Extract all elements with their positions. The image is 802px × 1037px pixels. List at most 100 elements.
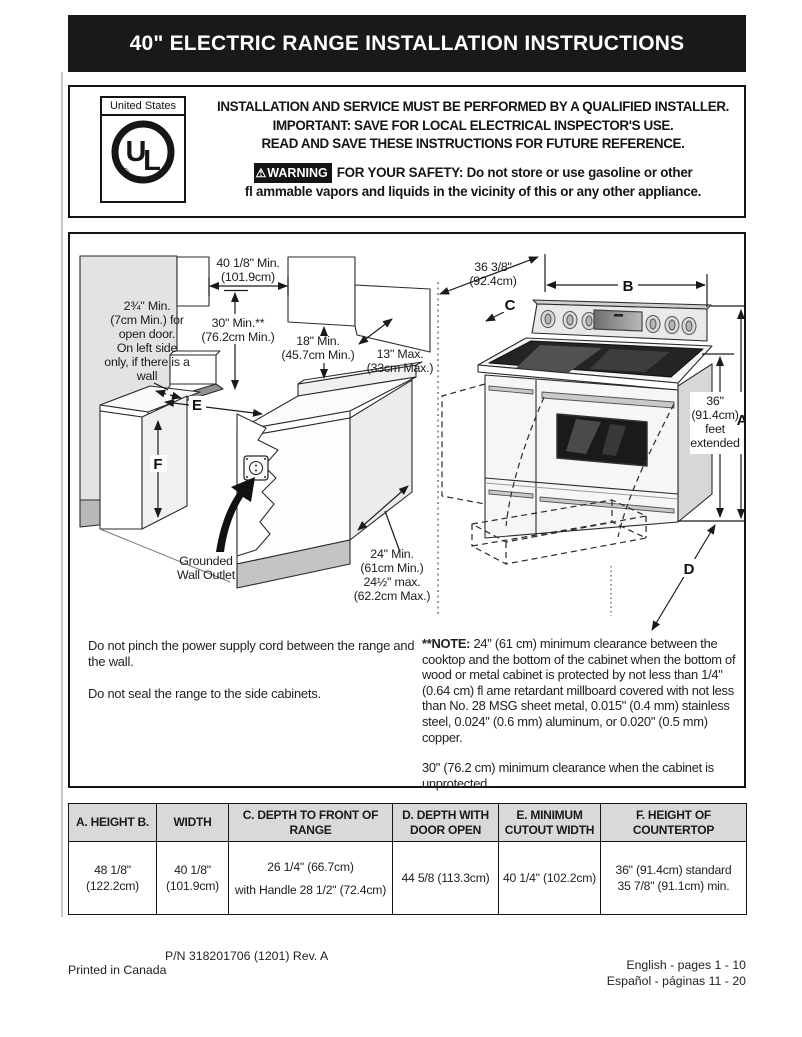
dim-363-line1: 36 3/8" (474, 260, 511, 274)
open-position-dashed-outlines (441, 383, 675, 565)
dim-13-line1: 13" Max. (377, 347, 424, 361)
header-width: WIDTH (156, 803, 229, 842)
label-b: B (623, 278, 634, 295)
dim-36-line1: 36" (706, 394, 724, 408)
cell-depth-door-line1: 44 5/8 (113.3cm) (401, 871, 490, 885)
cell-depth-front-line1: 26 1/4" (66.7cm) (267, 859, 354, 874)
label-e: E (192, 397, 202, 414)
cell-height-line1: 48 1/8" (94, 863, 131, 877)
header-countertop-height: F. HEIGHT OF COUNTERTOP (600, 803, 747, 842)
range-illustration (437, 282, 713, 616)
cell-width: 40 1/8" (101.9cm) (156, 841, 229, 915)
title-bar: 40" ELECTRIC RANGE INSTALLATION INSTRUCT… (68, 15, 746, 72)
range-display (593, 309, 643, 332)
dim-30-line1: 30" Min.** (212, 316, 265, 330)
dim-40-line1: 40 1/8" Min. (216, 256, 279, 270)
dim-36-line4: extended (690, 436, 740, 450)
notice-line-1: INSTALLATION AND SERVICE MUST BE PERFORM… (216, 99, 730, 114)
dim-13-line2: (33cm Max.) (367, 361, 434, 375)
ul-registered-symbol: ® (121, 167, 129, 178)
warning-badge-label: WARNING (267, 165, 328, 180)
range-dimensions (439, 254, 744, 631)
label-c: C (505, 297, 516, 314)
cord-notes: Do not pinch the power supply cord betwe… (88, 638, 418, 717)
dim-24-line2: (61cm Min.) (360, 561, 423, 575)
page-title: 40" ELECTRIC RANGE INSTALLATION INSTRUCT… (129, 31, 685, 55)
door-clearance-note-line1: 2¾" Min. (124, 299, 171, 313)
cell-countertop-height: 36" (91.4cm) standard 35 7/8" (91.1cm) mi… (600, 841, 747, 915)
left-scene-dimensions (153, 277, 409, 553)
cell-depth-front-line2: with Handle 28 1/2" (72.4cm) (234, 882, 387, 897)
range-knobs (540, 310, 697, 335)
clearance-note-1: **NOTE: 24" (61 cm) minimum clearance be… (422, 636, 740, 745)
clearance-note-2: 30" (76.2 cm) minimum clearance when the… (422, 760, 714, 791)
dim-18-line1: 18" Min. (296, 334, 339, 348)
door-clearance-note-line4: On left side (117, 341, 178, 355)
cord-note-1: Do not pinch the power supply cord betwe… (88, 638, 415, 669)
installation-diagram-box: 2¾" Min. (7cm Min.) for open door. On le… (68, 232, 746, 791)
cord-note-2: Do not seal the range to the side cabine… (88, 685, 321, 701)
language-pages: English - pages 1 - 10 Español - páginas… (607, 958, 746, 989)
outlet-pointer-arrow (216, 477, 255, 552)
ul-logo-icon: U L ® (111, 120, 175, 184)
part-number: P/N 318201706 (1201) Rev. A (165, 949, 329, 963)
notice-line-3: READ AND SAVE THESE INSTRUCTIONS FOR FUT… (261, 136, 685, 151)
cell-depth-door-open: 44 5/8 (113.3cm) (392, 841, 499, 915)
dim-36-line3: feet (705, 422, 726, 436)
cell-width-line1: 40 1/8" (174, 863, 211, 877)
cell-depth-front: 26 1/4" (66.7cm) with Handle 28 1/2" (72.… (228, 841, 393, 915)
ul-letter-u: U (126, 136, 147, 168)
door-clearance-note-line2: (7cm Min.) for (110, 313, 184, 327)
clearance-and-dimension-illustration: 2¾" Min. (7cm Min.) for open door. On le… (79, 254, 744, 631)
range-dimension-labels: 36 3/8" (92.4cm) B C 36" (91.4cm) feet e… (469, 260, 744, 578)
english-pages: English - pages 1 - 10 (626, 958, 746, 972)
note-body: 24" (61 cm) minimum clearance between th… (422, 636, 736, 745)
cell-width-line2: (101.9cm) (165, 879, 220, 893)
note-label: **NOTE: (422, 636, 471, 651)
dim-40-line2: (101.9cm) (221, 270, 275, 284)
cell-cutout-line1: 40 1/4" (102.2cm) (502, 871, 597, 885)
printed-in: Printed in Canada (68, 963, 167, 977)
outlet-label-line2: Wall Outlet (177, 568, 236, 582)
ul-certification-box: United States U L ® (100, 96, 186, 203)
left-scene-labels: 2¾" Min. (7cm Min.) for open door. On le… (104, 256, 433, 603)
warning-text-line1: FOR YOUR SAFETY: Do not store or use gas… (336, 164, 693, 180)
warning-badge: ⚠WARNING (253, 162, 332, 183)
header-cutout-width: E. MINIMUM CUTOUT WIDTH (498, 803, 601, 842)
cell-cutout-width: 40 1/4" (102.2cm) (498, 841, 601, 915)
table-header-row: A. HEIGHT B. WIDTH C. DEPTH TO FRONT OF … (68, 803, 747, 842)
dim-24-line4: (62.2cm Max.) (354, 589, 431, 603)
dim-24-line3: 24½" max. (363, 575, 420, 589)
dim-363-line2: (92.4cm) (469, 274, 516, 288)
header-depth-door-open: D. DEPTH WITH DOOR OPEN (392, 803, 499, 842)
door-clearance-note-line3: open door. (119, 327, 176, 341)
header-height: A. HEIGHT B. (68, 803, 157, 842)
left-clearance-illustration (79, 255, 431, 589)
header-depth-front: C. DEPTH TO FRONT OF RANGE (228, 803, 393, 842)
clearance-notes: **NOTE: 24" (61 cm) minimum clearance be… (422, 636, 740, 806)
door-clearance-note-line5: only, if there is a (104, 355, 190, 369)
cell-countertop-line2: 35 7/8" (91.1cm) min. (617, 879, 730, 893)
door-clearance-note-line6: wall (136, 369, 158, 383)
cell-height-line2: (122.2cm) (85, 879, 140, 893)
dim-36-line2: (91.4cm) (691, 408, 738, 422)
ul-letter-l: L (143, 145, 161, 177)
notice-box: United States U L ® INSTALLATION AND SER… (68, 85, 746, 218)
warning-icon: ⚠ (255, 165, 267, 180)
label-a: A (737, 412, 744, 429)
label-d: D (684, 561, 695, 578)
spanish-pages: Español - páginas 11 - 20 (606, 973, 746, 988)
table-data-row: 48 1/8" (122.2cm) 40 1/8" (101.9cm) 26 1/4… (68, 841, 747, 915)
warning-text-line2: fl ammable vapors and liquids in the vic… (244, 183, 702, 199)
cell-height: 48 1/8" (122.2cm) (68, 841, 157, 915)
dim-30-line2: (76.2cm Min.) (201, 330, 274, 344)
dim-24-line1: 24" Min. (370, 547, 413, 561)
page-scan-edge (61, 72, 63, 917)
outlet-label-line1: Grounded (179, 554, 233, 568)
notice-line-2: IMPORTANT: SAVE FOR LOCAL ELECTRICAL INS… (272, 117, 674, 133)
ul-region-label: United States (102, 98, 184, 116)
cell-countertop-line1: 36" (91.4cm) standard (615, 863, 732, 877)
dimensions-table: A. HEIGHT B. WIDTH C. DEPTH TO FRONT OF … (68, 803, 747, 915)
installer-notice: INSTALLATION AND SERVICE MUST BE PERFORM… (208, 98, 738, 201)
